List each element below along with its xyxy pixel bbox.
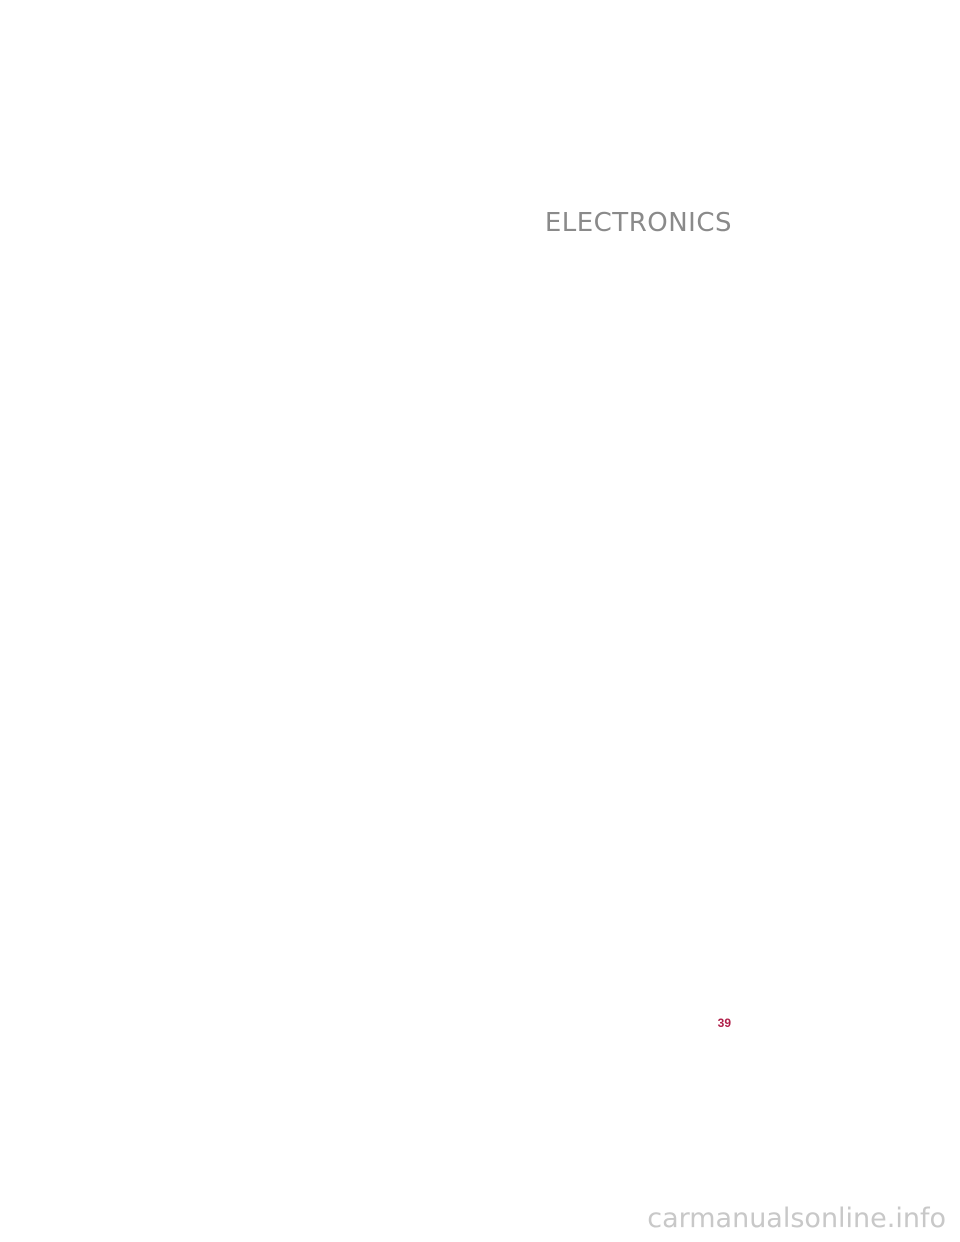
page-number: 39 [717,1016,731,1030]
watermark-link[interactable]: carmanualsonline.info [647,1203,946,1234]
section-title: ELECTRONICS [544,208,732,238]
